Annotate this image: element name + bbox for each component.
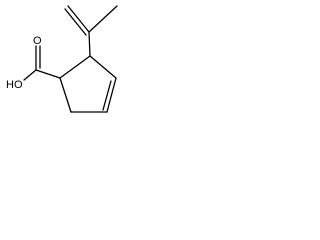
ring-bond-c5-c6: [59, 77, 72, 113]
carbonyl-oxygen-label: O: [33, 35, 42, 47]
ring-bond-c3-c4-inner: [102, 80, 112, 111]
bond-c1-methylene-outer: [67, 5, 90, 33]
bond-carboxyl-oh: [23, 69, 37, 81]
ring-bond-c2-c3: [89, 55, 117, 79]
bond-c1-ring: [88, 31, 91, 57]
bond-ring-carboxyl: [35, 69, 61, 79]
hydroxyl-label: HO: [6, 79, 23, 91]
ring-bond-c6-c2: [59, 55, 91, 79]
molecule-structure: O HO: [6, 5, 118, 113]
ring-bond-c3-c4-outer: [106, 77, 117, 113]
bond-c1-methyl: [88, 5, 118, 33]
structure-canvas: O HO: [0, 0, 142, 145]
bond-c1-methylene-inner: [64, 8, 87, 36]
